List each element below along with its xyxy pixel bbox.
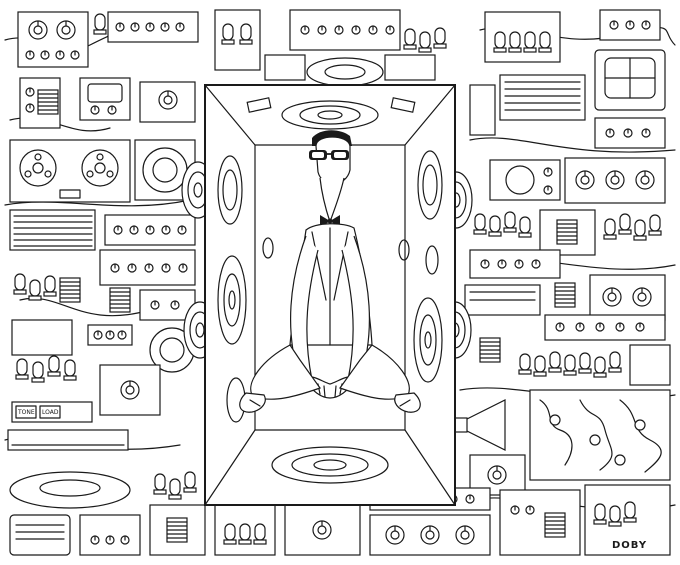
panel-label-load: LOAD bbox=[42, 409, 59, 416]
panel-label-tone: TONE bbox=[17, 409, 35, 416]
cross-legged-man bbox=[239, 130, 421, 413]
machinery-background: TONE LOAD bbox=[4, 9, 676, 556]
artist-signature: DOBY bbox=[612, 540, 647, 551]
